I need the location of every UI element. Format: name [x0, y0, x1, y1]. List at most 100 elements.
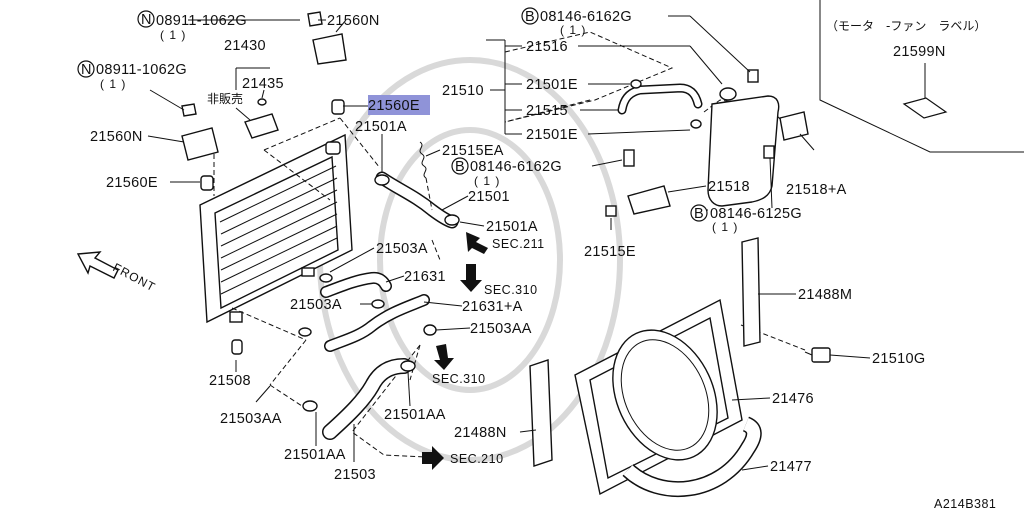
motor-fan-label-inset: （モータ -ファン ラベル） 21599N [819, 0, 1024, 153]
fan-shroud [574, 298, 743, 496]
marker-n-left-text: N [81, 62, 92, 78]
marker-n-left [77, 60, 95, 78]
label-08146-6162g-mid: 08146-6162G [470, 159, 562, 175]
label-21510: 21510 [442, 83, 484, 99]
mount-21560n-left [181, 127, 219, 161]
highlight-box [368, 95, 430, 115]
hose-21631 [321, 273, 391, 297]
clamp-21503aa-right [423, 324, 437, 336]
motor-fan-label-title: （モータ -ファン ラベル） [826, 19, 986, 33]
label-21515e: 21515E [584, 244, 636, 260]
label-21503aa-right: 21503AA [470, 321, 532, 337]
label-not-for-sale: 非販売 [207, 91, 243, 106]
label-21501e-top: 21501E [526, 77, 578, 93]
reservoir-tank [605, 69, 809, 217]
label-sec310-mid: SEC.310 [432, 372, 486, 386]
hose-21631a [325, 295, 429, 351]
bolt-6162g-mid [623, 149, 635, 167]
label-21501a-mid: 21501A [486, 219, 538, 235]
radiator [199, 133, 353, 324]
label-21518: 21518 [708, 179, 750, 195]
label-21501aa-bottom: 21501AA [284, 447, 346, 463]
label-diagram-code: A214B381 [934, 497, 996, 511]
label-21488n: 21488N [454, 425, 507, 441]
arrow-sec211 [466, 232, 488, 254]
nut-top [307, 11, 323, 27]
insulator-21560e-top [331, 99, 345, 115]
bracket-21518 [627, 185, 671, 215]
arrow-sec310-top [460, 264, 482, 292]
part-labels: 08911-1062G ( 1 ) 21560N 21430 21435 非販売… [90, 9, 996, 511]
hose-21515ea [419, 141, 427, 179]
mount-21560n-top [312, 33, 347, 65]
label-21501a-top: 21501A [355, 119, 407, 135]
label-21560e-left: 21560E [106, 175, 158, 191]
reservoir-cap [719, 87, 737, 101]
marker-b-right-text: B [694, 206, 704, 222]
label-21503aa-left: 21503AA [220, 411, 282, 427]
arrow-sec310-mid [434, 344, 454, 370]
radiator-cap [325, 141, 341, 155]
label-21515: 21515 [526, 103, 568, 119]
clamp-21501aa-mid [400, 360, 416, 372]
clamp-21503aa-left-b [302, 400, 318, 412]
label-21631a: 21631+A [462, 299, 523, 315]
arrow-sec210 [422, 446, 444, 470]
marker-b-top [521, 7, 539, 25]
label-08911-1062g-left: 08911-1062G [96, 62, 187, 78]
clamp-21501a-top [374, 174, 390, 186]
marker-b-mid [451, 157, 469, 175]
clamp-21503aa-left-a [298, 327, 312, 337]
label-21515ea: 21515EA [442, 143, 504, 159]
drain-cock [229, 311, 243, 323]
label-21560n-top: 21560N [327, 13, 380, 29]
hose-clamps [298, 79, 702, 412]
clamp-21501e-top [630, 79, 642, 89]
mounts [181, 11, 347, 355]
label-qty-b-top: ( 1 ) [560, 23, 586, 37]
label-21503: 21503 [334, 467, 376, 483]
section-arrows [422, 232, 488, 470]
marker-b-mid-text: B [455, 159, 465, 175]
label-qty-b-mid: ( 1 ) [474, 174, 500, 188]
bolt-21515e [605, 205, 617, 217]
drain-21508 [231, 339, 243, 355]
hose-21515 [619, 84, 701, 113]
label-21631: 21631 [404, 269, 446, 285]
fan-label-sticker [902, 97, 948, 119]
label-21503a-mid: 21503A [290, 297, 342, 313]
front-arrow [76, 251, 119, 279]
clip-21435 [257, 98, 267, 106]
label-21560e-highlight: 21560E [368, 98, 420, 114]
label-qty-b-right: ( 1 ) [712, 220, 738, 234]
label-21599n: 21599N [893, 44, 946, 60]
marker-n-top-text: N [141, 12, 152, 28]
bracket-21430 [244, 113, 279, 139]
lower-hose [323, 359, 411, 439]
label-21560n-left: 21560N [90, 129, 143, 145]
fan-ring [623, 417, 761, 496]
marker-n-top [137, 10, 155, 28]
label-21503a-top: 21503A [376, 241, 428, 257]
label-21501e-bottom: 21501E [526, 127, 578, 143]
label-21430: 21430 [224, 38, 266, 54]
front-indicator: FRONT [76, 251, 158, 294]
label-21510g: 21510G [872, 351, 925, 367]
clamp-21501e-bottom [690, 119, 702, 129]
label-qty-left: ( 1 ) [100, 77, 126, 91]
label-08146-6125g: 08146-6125G [710, 206, 802, 222]
circled-markers: N N B B B [77, 7, 708, 222]
label-sec210: SEC.210 [450, 452, 504, 466]
front-label: FRONT [111, 260, 158, 294]
seal-21488n [529, 359, 553, 467]
clamp-21501a-mid [444, 214, 460, 226]
bolt-6125g [763, 145, 775, 159]
seal-21488m [741, 237, 761, 347]
label-sec211: SEC.211 [492, 237, 545, 251]
nut-left [181, 103, 197, 117]
marker-b-top-text: B [525, 9, 535, 25]
label-sec310-top: SEC.310 [484, 283, 538, 297]
label-21508: 21508 [209, 373, 251, 389]
